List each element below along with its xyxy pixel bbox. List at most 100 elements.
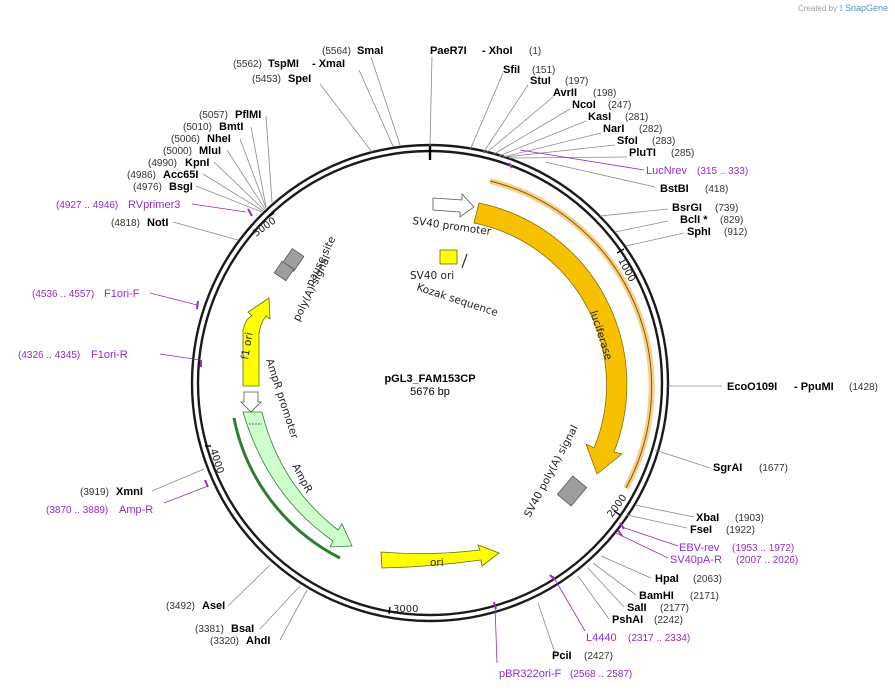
site-ppumi: - PpuMI <box>794 381 834 393</box>
primer-amp-r: Amp-R <box>119 504 153 516</box>
site-bamhi-pos: (2171) <box>690 591 719 602</box>
snapgene-credit: Created by ⟟ SnapGene <box>798 3 888 14</box>
luciferase-feature <box>473 202 628 475</box>
site-pshai: PshAI <box>612 614 643 626</box>
site-tspmi-pos: (5562) <box>233 59 262 70</box>
site-sali: SalI <box>627 602 647 614</box>
primer-sv40pa-r: SV40pA-R <box>670 554 722 566</box>
site-xbai: XbaI <box>696 512 719 524</box>
site-sphi-pos: (912) <box>724 227 747 238</box>
site-kpni-pos: (4990) <box>148 158 177 169</box>
site-sphi: SphI <box>687 226 711 238</box>
site-kpni: KpnI <box>185 157 209 169</box>
site-pflmi: PflMI <box>235 109 261 121</box>
plasmid-length: 5676 bp <box>410 386 450 398</box>
site-sfoi-pos: (283) <box>652 136 675 147</box>
site-xbai-pos: (1903) <box>735 513 764 524</box>
site-ncoi: NcoI <box>572 99 596 111</box>
site-fsei-pos: (1922) <box>726 525 755 536</box>
site-pluti-pos: (285) <box>671 148 694 159</box>
sv40-ori-label: SV40 ori <box>410 270 454 282</box>
primer-l4440-range: (2317 .. 2334) <box>628 633 690 644</box>
ampr-promoter-label: AmpR promoter <box>263 357 300 441</box>
site-ahdi: AhdI <box>246 635 270 647</box>
site-sgrai-pos: (1677) <box>759 463 788 474</box>
site-pshai-pos: (2242) <box>654 615 683 626</box>
primer-ebv-rev: EBV-rev <box>679 542 720 554</box>
credit-brand: SnapGene <box>844 3 888 13</box>
luciferase-highlight-line <box>489 180 653 489</box>
site-bsai: BsaI <box>231 623 254 635</box>
site-sfoi: SfoI <box>617 135 638 147</box>
site-pluti: PluTI <box>629 147 656 159</box>
site-ncoi-pos: (247) <box>608 100 631 111</box>
primer-f1ori-f-range: (4536 .. 4557) <box>32 289 94 300</box>
site-avrii-pos: (198) <box>593 88 616 99</box>
kozak-feature <box>461 253 468 269</box>
site-spei: SpeI <box>288 73 311 85</box>
site-mlui-pos: (5000) <box>163 146 192 157</box>
primer-rvprimer3-range: (4927 .. 4946) <box>56 200 118 211</box>
site-bsai-pos: (3381) <box>195 624 224 635</box>
snapgene-logo-icon: ⟟ <box>839 3 843 13</box>
site-sfii: SfiI <box>503 64 520 76</box>
site-tspmi: TspMI <box>268 58 299 70</box>
site-ahdi-pos: (3320) <box>210 636 239 647</box>
site-ecoo109i: EcoO109I <box>727 381 777 393</box>
site-bcli: BclI * <box>680 214 708 226</box>
site-xmni: XmnI <box>116 486 143 498</box>
tick-3000-mark <box>388 606 391 615</box>
site-nari: NarI <box>603 123 624 135</box>
primer-rvprimer3: RVprimer3 <box>128 199 180 211</box>
site-spei-pos: (5453) <box>252 74 281 85</box>
primer-lucnrev-range: (315 .. 333) <box>697 166 748 177</box>
site-sali-pos: (2177) <box>660 603 689 614</box>
plasmid-name: pGL3_FAM153CP <box>384 373 475 385</box>
site-xmai: - XmaI <box>312 58 345 70</box>
site-bsgi-pos: (4976) <box>133 182 162 193</box>
site-noti-pos: (4818) <box>111 218 140 229</box>
site-pcii: PciI <box>552 650 572 662</box>
f1-ori-feature <box>242 297 271 387</box>
primer-leader-lines <box>149 149 679 664</box>
site-ppumi-pos: (1428) <box>849 382 878 393</box>
site-stui: StuI <box>530 75 551 87</box>
primer-f1ori-r-range: (4326 .. 4345) <box>18 350 80 361</box>
site-bmti: BmtI <box>219 121 243 133</box>
sv40-ori-feature <box>439 249 458 265</box>
site-bstbi: BstBI <box>660 183 689 195</box>
sv40-polya-feature <box>556 475 588 507</box>
primer-pbr322ori-f: pBR322ori-F <box>499 668 562 680</box>
site-hpai: HpaI <box>655 573 679 585</box>
site-bstbi-pos: (418) <box>705 184 728 195</box>
ampr-promoter-feature <box>240 391 262 413</box>
polya-signal-feature <box>273 260 295 282</box>
site-paer7i: PaeR7I <box>430 45 467 57</box>
site-xhoi: - XhoI <box>482 45 513 57</box>
ori-label: ori <box>430 557 444 569</box>
ampr-highlight <box>232 417 341 560</box>
site-avrii: AvrII <box>553 87 577 99</box>
primer-sv40pa-r-range: (2007 .. 2026) <box>736 555 798 566</box>
site-smai: SmaI <box>357 45 383 57</box>
site-pcii-pos: (2427) <box>584 651 613 662</box>
f1-ori-label: f1 ori <box>239 331 256 360</box>
site-nhei-pos: (5006) <box>171 134 200 145</box>
site-kasi: KasI <box>588 111 611 123</box>
primer-f1ori-f: F1ori-F <box>104 288 140 300</box>
tick-3000: 3000 <box>393 604 418 615</box>
site-pflmi-pos: (5057) <box>199 110 228 121</box>
ori-feature <box>380 544 500 569</box>
site-leader-lines <box>151 56 722 657</box>
site-bsgi: BsgI <box>169 181 193 193</box>
site-stui-pos: (197) <box>565 76 588 87</box>
site-nhei: NheI <box>207 133 231 145</box>
primer-amp-r-range: (3870 .. 3889) <box>46 505 108 516</box>
site-asei-pos: (3492) <box>166 601 195 612</box>
site-acc65i: Acc65I <box>163 169 198 181</box>
tick-5000-mark <box>267 212 275 218</box>
primer-pbr322ori-f-range: (2568 .. 2587) <box>570 669 632 680</box>
primer-ebv-rev-range: (1953 .. 1972) <box>732 543 794 554</box>
site-bamhi: BamHI <box>639 590 674 602</box>
